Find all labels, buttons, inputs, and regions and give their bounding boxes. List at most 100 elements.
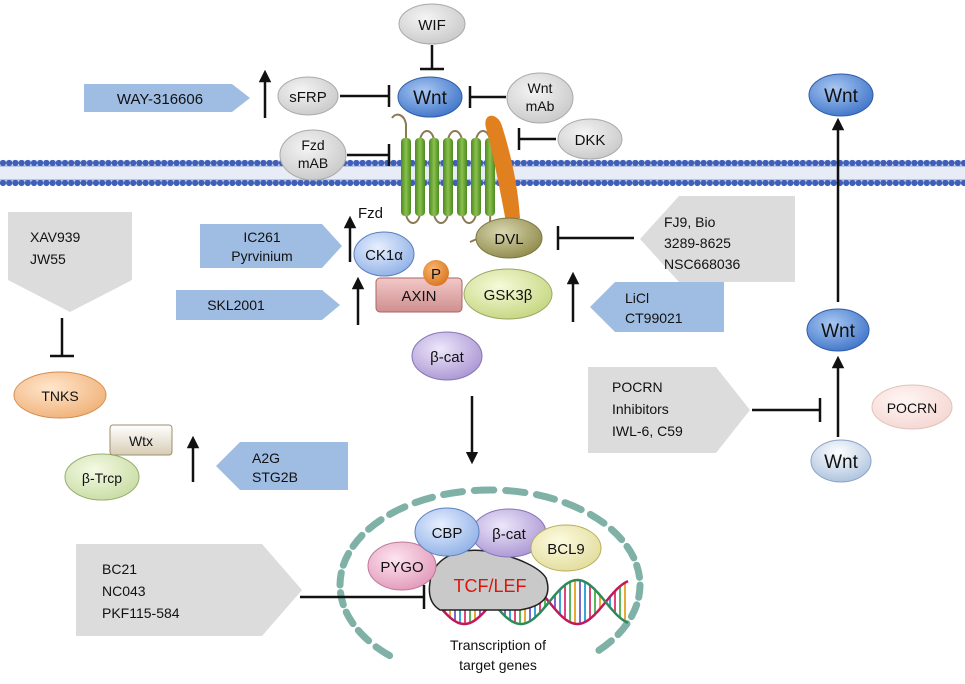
nuclear-pore-segment bbox=[586, 510, 608, 527]
lipid-head bbox=[316, 179, 323, 187]
lipid-head bbox=[632, 179, 639, 187]
svg-text:NC043: NC043 bbox=[102, 583, 146, 599]
lipid-head bbox=[613, 179, 620, 187]
skl2001-drug: SKL2001 bbox=[176, 290, 340, 320]
lipid-head bbox=[229, 159, 236, 167]
lipid-head bbox=[347, 179, 354, 187]
svg-text:Wtx: Wtx bbox=[129, 433, 153, 449]
lipid-head bbox=[694, 179, 701, 187]
svg-text:IC261: IC261 bbox=[243, 229, 281, 245]
lipid-head bbox=[675, 179, 682, 187]
lipid-head bbox=[595, 179, 602, 187]
nuclear-pore-segment bbox=[386, 503, 409, 518]
svg-text:DKK: DKK bbox=[575, 132, 606, 149]
lipid-head bbox=[30, 179, 38, 187]
lipid-head bbox=[359, 159, 366, 167]
svg-text:XAV939: XAV939 bbox=[30, 229, 81, 245]
svg-text:CK1α: CK1α bbox=[365, 247, 403, 264]
lipid-head bbox=[6, 179, 13, 187]
nuclear-pore-segment bbox=[339, 549, 353, 569]
nuclear-pore-segment bbox=[614, 620, 631, 639]
lipid-head bbox=[340, 179, 348, 187]
lipid-head bbox=[148, 179, 155, 187]
lipid-head bbox=[204, 179, 211, 187]
lipid-head bbox=[74, 179, 81, 187]
lipid-head bbox=[0, 179, 7, 187]
svg-text:CT99021: CT99021 bbox=[625, 310, 683, 326]
svg-text:Wnt: Wnt bbox=[824, 452, 859, 473]
lipid-head bbox=[588, 159, 596, 167]
svg-text:BCL9: BCL9 bbox=[547, 541, 585, 558]
nuclear-pore-segment bbox=[337, 589, 347, 609]
fzd-mab-node: Fzd mAB bbox=[279, 129, 347, 181]
lipid-head bbox=[874, 179, 881, 187]
wnt-mab-node: Wnt mAb bbox=[506, 72, 574, 124]
tnks-node: TNKS bbox=[13, 371, 107, 419]
svg-text:β-cat: β-cat bbox=[430, 349, 464, 366]
nuclear-pore-segment bbox=[595, 637, 615, 654]
lipid-head bbox=[626, 179, 633, 187]
lipid-head bbox=[545, 179, 552, 187]
lipid-head bbox=[638, 159, 645, 167]
lipid-head bbox=[68, 179, 75, 187]
nuclear-pore-segment bbox=[635, 581, 644, 601]
lipid-head bbox=[12, 179, 19, 187]
nuclear-pore-segment bbox=[342, 608, 357, 628]
lipid-head bbox=[743, 179, 751, 187]
tcf-lef-node: TCF/LEF bbox=[428, 549, 549, 611]
lipid-head bbox=[539, 159, 546, 167]
lipid-head bbox=[805, 159, 813, 167]
fzd-receptor bbox=[391, 113, 495, 243]
lipid-head bbox=[799, 159, 806, 167]
lipid-head bbox=[619, 179, 627, 187]
lipid-head bbox=[576, 159, 583, 167]
lipid-head bbox=[223, 179, 230, 187]
lipid-head bbox=[130, 179, 137, 187]
svg-text:NSC668036: NSC668036 bbox=[664, 256, 740, 272]
lipid-head bbox=[719, 179, 726, 187]
lipid-head bbox=[24, 179, 31, 187]
svg-text:β-cat: β-cat bbox=[492, 526, 526, 543]
svg-text:Wnt: Wnt bbox=[821, 321, 856, 342]
phosphate-node: P bbox=[423, 260, 449, 286]
lipid-head bbox=[756, 179, 763, 187]
lipid-head bbox=[247, 159, 255, 167]
lipid-head bbox=[198, 159, 205, 167]
beta-catenin-nucleus: β-cat bbox=[471, 508, 547, 558]
lipid-head bbox=[173, 179, 180, 187]
svg-text:Wnt: Wnt bbox=[824, 86, 859, 107]
lipid-head bbox=[929, 179, 937, 187]
lipid-head bbox=[254, 159, 261, 167]
lipid-head bbox=[725, 179, 732, 187]
lipid-head bbox=[117, 179, 124, 187]
lipid-head bbox=[353, 179, 360, 187]
lipid-head bbox=[378, 179, 385, 187]
lipid-head bbox=[551, 179, 558, 187]
cbp-node: CBP bbox=[414, 507, 480, 557]
lipid-head bbox=[830, 179, 837, 187]
lipid-head bbox=[43, 179, 50, 187]
lipid-head bbox=[867, 159, 875, 167]
lipid-head bbox=[111, 159, 118, 167]
lipid-head bbox=[756, 159, 763, 167]
lipid-head bbox=[657, 179, 664, 187]
lipid-head bbox=[384, 179, 391, 187]
lipid-head bbox=[948, 159, 955, 167]
licl-drug: LiCl CT99021 bbox=[590, 282, 724, 332]
lipid-head bbox=[272, 159, 279, 167]
lipid-head bbox=[192, 179, 199, 187]
lipid-head bbox=[167, 159, 174, 167]
lipid-head bbox=[905, 159, 912, 167]
lipid-head bbox=[861, 179, 868, 187]
svg-text:SKL2001: SKL2001 bbox=[207, 297, 265, 313]
lipid-head bbox=[960, 179, 965, 187]
lipid-head bbox=[892, 179, 899, 187]
lipid-head bbox=[948, 179, 955, 187]
wnt-secreted-mid: Wnt bbox=[806, 308, 870, 352]
svg-text:mAb: mAb bbox=[526, 98, 555, 114]
lipid-head bbox=[954, 159, 961, 167]
lipid-head bbox=[731, 179, 738, 187]
lipid-head bbox=[105, 179, 112, 187]
lipid-head bbox=[142, 179, 149, 187]
svg-text:Wnt: Wnt bbox=[528, 80, 553, 96]
